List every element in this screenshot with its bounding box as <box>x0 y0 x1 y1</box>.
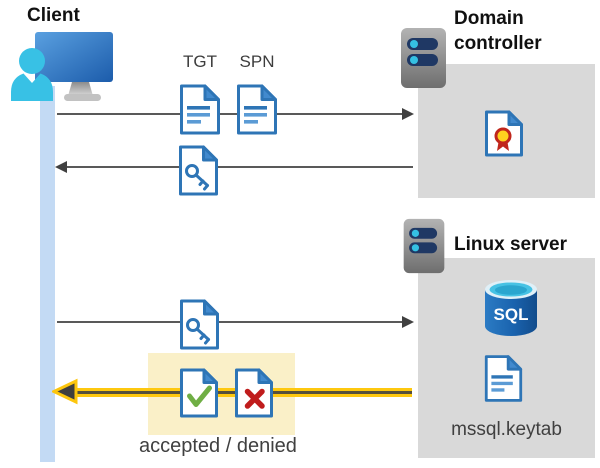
monitor-icon <box>35 32 113 101</box>
accepted-denied-label: accepted / denied <box>139 435 297 457</box>
highlighted-arrowhead-left-icon <box>52 378 78 405</box>
arrowhead-left-icon <box>55 161 67 173</box>
domain-controller-server-icon <box>401 28 446 88</box>
x-glyph <box>244 388 265 409</box>
linux-server-icon <box>403 218 445 274</box>
arrow-dc-to-client <box>58 166 413 168</box>
accepted-icon <box>180 368 218 418</box>
key-ticket-icon <box>180 299 219 350</box>
key-glyph <box>185 164 209 191</box>
key-glyph <box>186 318 210 345</box>
linux-server-title: Linux server <box>454 234 567 255</box>
client-title: Client <box>27 5 80 26</box>
user-icon <box>11 48 53 101</box>
check-glyph <box>187 385 212 407</box>
sql-label: SQL <box>494 305 529 324</box>
arrow-client-to-dc <box>57 113 405 115</box>
denied-icon <box>235 368 273 418</box>
tgt-ticket-icon <box>180 84 220 135</box>
spn-ticket-icon <box>237 84 277 135</box>
client-lifeline <box>40 86 55 462</box>
keytab-file-icon <box>484 355 523 402</box>
tgt-label: TGT <box>183 52 217 71</box>
arrowhead-right-icon <box>402 316 414 328</box>
certificate-icon <box>485 110 523 157</box>
keytab-label: mssql.keytab <box>451 419 562 440</box>
key-ticket-icon <box>179 145 218 196</box>
client-computer-icon <box>11 32 113 101</box>
arrow-client-to-linux <box>57 321 405 323</box>
sql-database-icon: SQL <box>485 280 537 336</box>
domain-controller-title: Domain controller <box>454 8 542 54</box>
arrowhead-right-icon <box>402 108 414 120</box>
spn-label: SPN <box>239 52 275 71</box>
